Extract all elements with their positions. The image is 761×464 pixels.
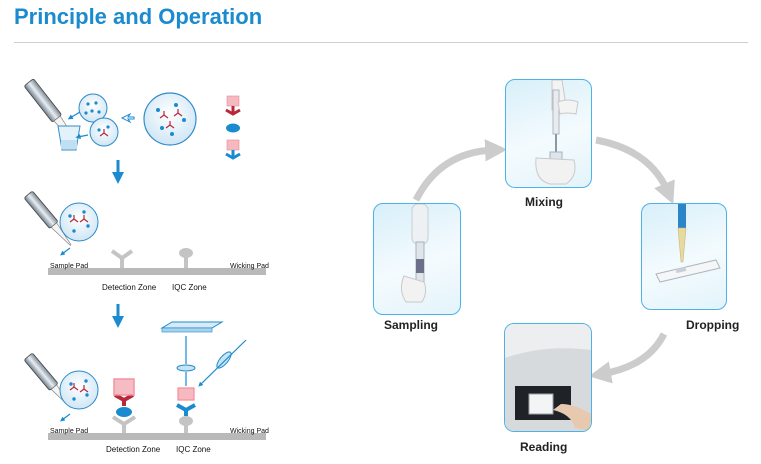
red-antibody-icon [225,106,241,116]
lens-icon [176,364,196,372]
step-label-mixing: Mixing [525,195,563,209]
page-title: Principle and Operation [14,4,263,29]
fluorescent-label-icon [226,95,240,107]
stage1-mixing-schematic [24,79,241,160]
step-card-reading [504,323,592,432]
cycle-arrow-sampling-to-mixing [412,139,508,202]
test-strip [48,268,266,275]
title-divider [14,42,748,43]
filter-plate-icon [160,321,224,329]
stage3-detection-schematic [24,321,266,440]
step-label-reading: Reading [520,440,568,454]
stage2-strip-schematic [24,191,266,275]
iqc-zone-label: IQC Zone [176,445,211,454]
step-card-dropping [641,203,727,310]
wicking-pad-label: Wicking Pad [230,263,269,270]
sample-pad-label: Sample Pad [50,428,88,435]
sample-pad-label: Sample Pad [50,263,88,270]
step-card-mixing [505,79,592,188]
dropping-photo [655,204,721,283]
detection-zone-label: Detection Zone [106,445,161,454]
wicking-pad-label: Wicking Pad [230,428,269,435]
step-label-sampling: Sampling [384,318,439,332]
reading-photo [505,324,591,431]
lens-icon [216,351,232,369]
fluorescent-signal-iqc [177,387,195,401]
captured-antigen [116,407,132,417]
iqc-zone-label: IQC Zone [172,283,207,292]
cycle-arrow-mixing-to-dropping [595,136,675,205]
fluorescent-label-icon [226,139,240,151]
open-arrow-icon [120,112,135,124]
antigen-icon [226,123,240,133]
detection-capture-antibody [110,249,134,268]
sample-cup-icon [57,125,81,151]
excitation-light-icon [198,339,247,387]
iqc-capture-site [179,248,193,258]
step-card-sampling [373,203,461,315]
sample-droplet-circle [78,93,108,123]
complex-mixture-circle [143,92,197,146]
fluorescent-signal-detection [113,378,135,396]
blue-antibody-icon [225,150,241,160]
test-strip [48,433,266,440]
step-label-dropping: Dropping [686,318,740,332]
cycle-arrow-dropping-to-reading [588,332,668,384]
sampling-photo [400,204,429,303]
detection-zone-label: Detection Zone [102,283,157,292]
mixing-photo [535,80,579,185]
